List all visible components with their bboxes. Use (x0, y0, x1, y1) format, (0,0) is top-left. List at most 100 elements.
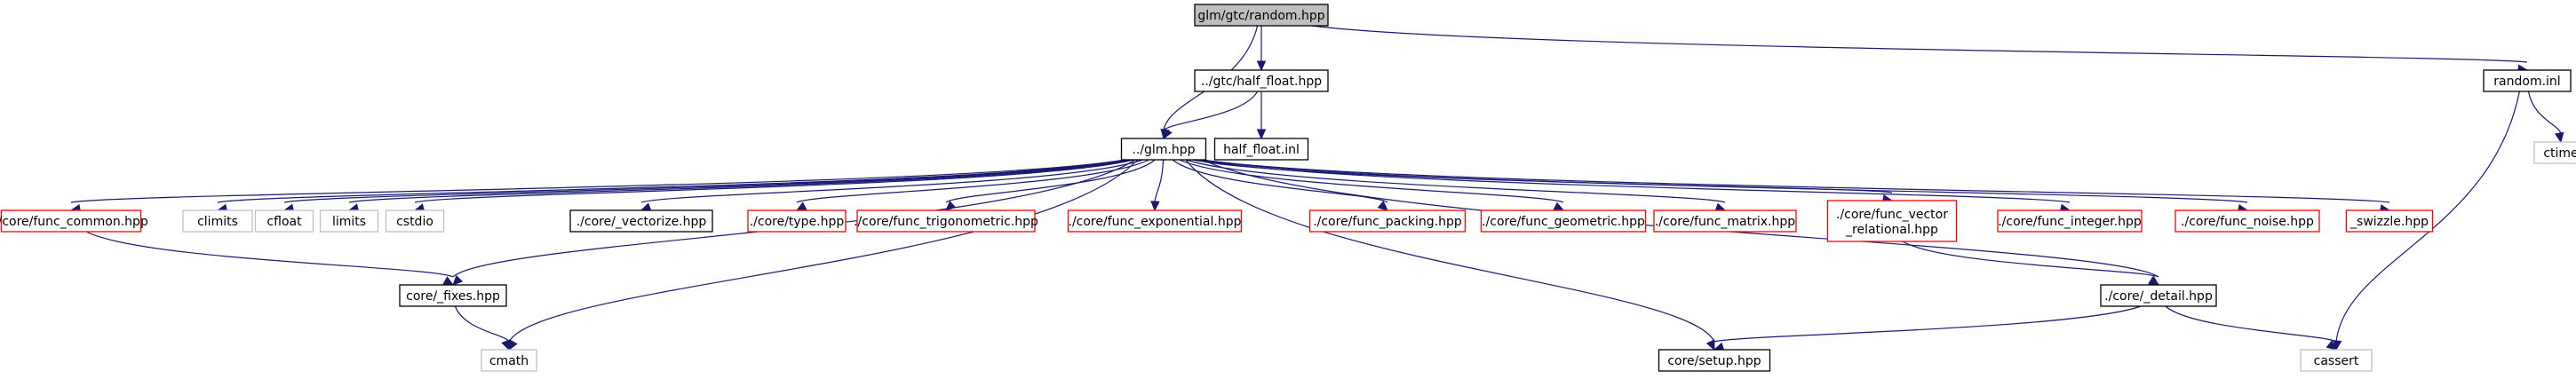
node-setup[interactable]: core/setup.hpp (1658, 349, 1771, 372)
node-label: ../gtc/half_float.hpp (1201, 75, 1322, 89)
node-label: ./core/func_geometric.hpp (1482, 215, 1645, 229)
node-trig[interactable]: ./core/func_trigonometric.hpp (854, 209, 1038, 233)
node-vecrel[interactable]: ./core/func_vector_relational.hpp (1826, 200, 1958, 242)
node-matrix[interactable]: ./core/func_matrix.hpp (1653, 209, 1797, 233)
node-label: _swizzle.hpp (2349, 215, 2429, 229)
node-box (1826, 200, 1958, 242)
node-cfloat: cfloat (254, 209, 314, 233)
node-cstdio: cstdio (385, 209, 445, 233)
edge-glm-to-setup (1185, 159, 1715, 351)
edge-glm-to-geom (1179, 159, 1565, 211)
node-integer[interactable]: ./core/func_integer.hpp (1997, 209, 2143, 233)
node-label: ctime (2543, 146, 2576, 161)
node-box (2345, 209, 2434, 233)
node-label: ./core/_vectorize.hpp (576, 215, 707, 229)
node-glm[interactable]: ../glm.hpp (1120, 138, 1207, 161)
node-label: ./core/func_integer.hpp (1998, 215, 2142, 229)
node-geom[interactable]: ./core/func_geometric.hpp (1480, 209, 1647, 233)
node-box (1194, 69, 1329, 92)
node-ctime: ctime (2533, 141, 2576, 164)
node-noise[interactable]: ./core/func_noise.hpp (2174, 209, 2320, 233)
node-label: random.inl (2493, 75, 2560, 89)
node-label: ./core/func_exponential.hpp (1069, 215, 1242, 229)
nodes-layer: glm/gtc/random.hpp ../gtc/half_float.hpp r… (0, 4, 2576, 372)
node-box (2533, 141, 2576, 164)
node-box (2483, 69, 2572, 92)
node-detail[interactable]: ./core/_detail.hpp (2100, 284, 2217, 307)
node-label: core/setup.hpp (1667, 354, 1761, 368)
node-swizzle[interactable]: _swizzle.hpp (2345, 209, 2434, 233)
node-label: ./core/func_common.hpp (0, 215, 148, 229)
node-label: cmath (489, 354, 529, 368)
node-common[interactable]: ./core/func_common.hpp (0, 209, 148, 233)
node-box (0, 209, 142, 233)
node-box (399, 284, 507, 307)
edge-glm-to-expo (1150, 159, 1165, 212)
node-randinl[interactable]: random.inl (2483, 69, 2572, 92)
edge-glm-to-type (795, 159, 1149, 211)
node-label: ./core/_detail.hpp (2104, 289, 2213, 304)
node-box (1194, 4, 1329, 27)
node-box (2300, 349, 2373, 372)
node-box (254, 209, 314, 233)
node-label: _relational.hpp (1845, 223, 1938, 237)
node-box (856, 209, 1036, 233)
node-label: ./core/func_noise.hpp (2181, 215, 2314, 229)
node-fixes[interactable]: core/_fixes.hpp (399, 284, 507, 307)
node-climits: climits (182, 209, 253, 233)
node-label: ./core/func_packing.hpp (1313, 215, 1462, 229)
edge-root-to-half (1256, 26, 1267, 72)
node-label: cstdio (396, 215, 433, 229)
edge-glm-to-common (69, 159, 1125, 214)
node-box (2174, 209, 2320, 233)
node-packing[interactable]: ./core/func_packing.hpp (1308, 209, 1467, 233)
edge-root-to-randinl (1311, 25, 2529, 74)
edge-fixes-to-cmath (454, 305, 511, 351)
edge-glm-to-vectorize (640, 159, 1143, 212)
node-limits: limits (319, 209, 379, 233)
node-box (481, 349, 537, 372)
node-label: ./core/func_vector (1836, 208, 1948, 222)
node-box (1213, 138, 1309, 161)
edge-detail-to-cassert (2165, 305, 2337, 351)
node-expo[interactable]: ./core/func_exponential.hpp (1067, 209, 1243, 233)
node-box (569, 209, 713, 233)
node-box (1067, 209, 1243, 233)
node-box (747, 209, 847, 233)
node-box (1308, 209, 1467, 233)
edge-randinl-to-cassert (2332, 91, 2520, 351)
node-box (385, 209, 445, 233)
node-label: cassert (2314, 354, 2359, 368)
node-label: ./core/func_matrix.hpp (1655, 215, 1795, 229)
node-cmath: cmath (481, 349, 537, 372)
edge-half-to-halfinl (1256, 91, 1267, 140)
edge-common-to-fixes (85, 231, 455, 286)
node-label: ./core/type.hpp (750, 215, 845, 229)
edge-glm-to-packing (1172, 159, 1388, 211)
edges-layer (69, 25, 2564, 351)
node-box (1997, 209, 2143, 233)
node-label: ./core/func_trigonometric.hpp (854, 215, 1038, 229)
node-label: limits (332, 215, 366, 229)
node-box (319, 209, 379, 233)
node-box (182, 209, 253, 233)
node-box (1658, 349, 1771, 372)
node-label: cfloat (266, 215, 302, 229)
node-label: half_float.inl (1223, 143, 1300, 157)
node-halfinl[interactable]: half_float.inl (1213, 138, 1309, 161)
edge-glm-to-trig (945, 159, 1156, 211)
node-box (2100, 284, 2217, 307)
node-label: glm/gtc/random.hpp (1197, 9, 1324, 23)
node-box (1120, 138, 1207, 161)
node-box (1480, 209, 1647, 233)
node-box (1653, 209, 1797, 233)
node-label: ../glm.hpp (1132, 143, 1195, 157)
node-type[interactable]: ./core/type.hpp (747, 209, 847, 233)
edge-glm-to-climits (216, 159, 1126, 214)
edge-half-to-glm (1163, 91, 1259, 140)
node-root[interactable]: glm/gtc/random.hpp (1194, 4, 1329, 27)
node-label: climits (197, 215, 238, 229)
node-vectorize[interactable]: ./core/_vectorize.hpp (569, 209, 713, 233)
node-half[interactable]: ../gtc/half_float.hpp (1194, 69, 1329, 92)
